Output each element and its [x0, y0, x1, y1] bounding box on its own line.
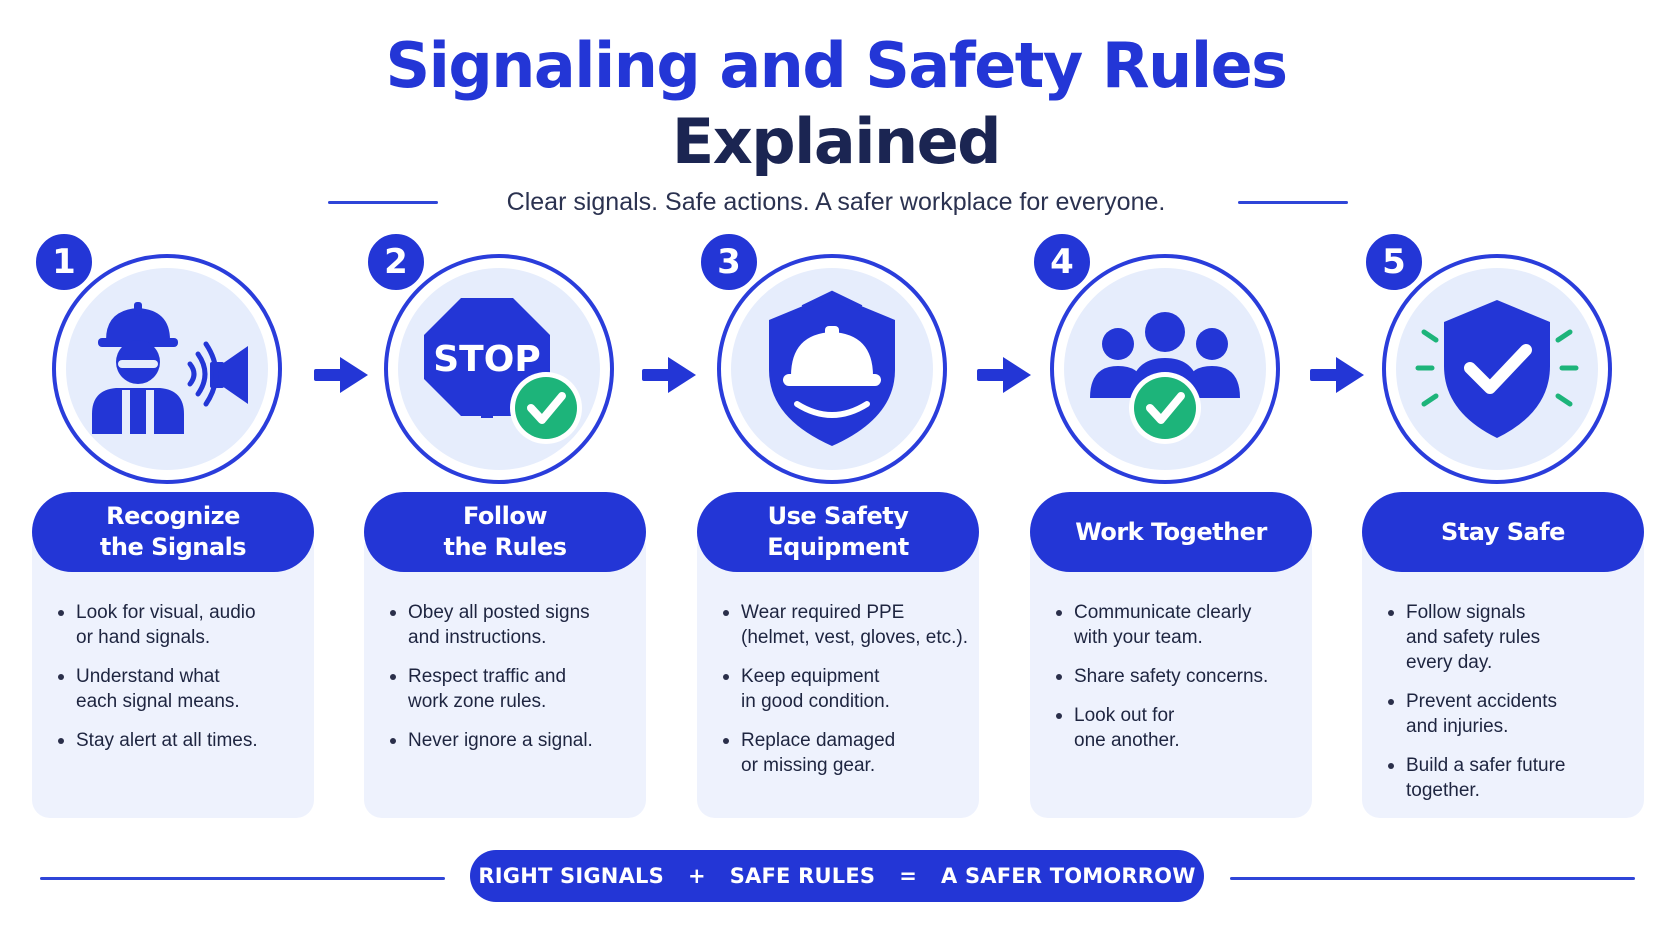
step-number-badge: 1: [32, 230, 96, 294]
step-icon-circle: [1382, 254, 1612, 484]
arrow-right-icon: [314, 357, 368, 393]
step-label: Work Together: [1030, 492, 1312, 572]
footer-equals: =: [899, 864, 917, 888]
step-number-badge: 2: [364, 230, 428, 294]
list-item: Look for visual, audio or hand signals.: [56, 600, 306, 650]
list-item: Look out for one another.: [1054, 703, 1304, 753]
stop-sign-check-icon: STOP: [424, 298, 582, 444]
step-bullets: Look for visual, audio or hand signals. …: [56, 600, 306, 767]
step-2: STOP 2 Follow the Rules Obey all posted …: [364, 230, 646, 818]
step-bullets: Follow signals and safety rules every da…: [1386, 600, 1636, 817]
arrow-right-icon: [977, 357, 1031, 393]
stop-sign-text: STOP: [433, 339, 540, 380]
step-icon-circle: [1050, 254, 1280, 484]
step-label: Use Safety Equipment: [697, 492, 979, 572]
step-icon-circle: [717, 254, 947, 484]
list-item: Understand what each signal means.: [56, 664, 306, 714]
step-bullets: Obey all posted signs and instructions. …: [388, 600, 638, 767]
list-item: Build a safer future together.: [1386, 753, 1636, 803]
step-label: Recognize the Signals: [32, 492, 314, 572]
footer-banner: RIGHT SIGNALS + SAFE RULES = A SAFER TOM…: [470, 850, 1204, 902]
list-item: Replace damaged or missing gear.: [721, 728, 971, 778]
arrow-right-icon: [642, 357, 696, 393]
shield-check-icon: [1415, 300, 1579, 438]
step-label: Stay Safe: [1362, 492, 1644, 572]
list-item: Never ignore a signal.: [388, 728, 638, 753]
footer-plus: +: [687, 864, 706, 888]
step-number-badge: 3: [697, 230, 761, 294]
step-card: [1362, 530, 1644, 818]
step-5: 5 Stay Safe Follow signals and safety ru…: [1362, 230, 1644, 818]
step-1: 1 Recognize the Signals Look for visual,…: [32, 230, 314, 818]
step-3: 3 Use Safety Equipment Wear required PPE…: [697, 230, 979, 818]
page-title-line-2: Explained: [671, 105, 1002, 178]
subtitle-rule-right: [1238, 201, 1348, 204]
list-item: Stay alert at all times.: [56, 728, 306, 753]
step-card: [364, 530, 646, 818]
team-check-icon: [1090, 312, 1240, 444]
footer-part-3: A SAFER TOMORROW: [940, 864, 1196, 888]
list-item: Share safety concerns.: [1054, 664, 1304, 689]
step-bullets: Wear required PPE (helmet, vest, gloves,…: [721, 600, 971, 792]
list-item: Follow signals and safety rules every da…: [1386, 600, 1636, 675]
signal-worker-icon: [92, 302, 248, 434]
footer-part-1: RIGHT SIGNALS: [478, 864, 664, 888]
footer-part-2: SAFE RULES: [729, 864, 876, 888]
step-number-badge: 4: [1030, 230, 1094, 294]
page-title: Signaling and Safety Rules: [385, 29, 1288, 102]
step-number-badge: 5: [1362, 230, 1426, 294]
list-item: Keep equipment in good condition.: [721, 664, 971, 714]
step-icon-circle: [52, 254, 282, 484]
arrow-right-icon: [1310, 357, 1364, 393]
list-item: Prevent accidents and injuries.: [1386, 689, 1636, 739]
step-4: 4 Work Together Communicate clearly with…: [1030, 230, 1312, 818]
step-card: [1030, 530, 1312, 818]
list-item: Communicate clearly with your team.: [1054, 600, 1304, 650]
footer-rule-right: [1230, 877, 1635, 880]
shield-helmet-icon: [769, 290, 895, 446]
step-icon-circle: STOP: [384, 254, 614, 484]
subtitle: Clear signals. Safe actions. A safer wor…: [506, 188, 1166, 216]
step-label: Follow the Rules: [364, 492, 646, 572]
subtitle-rule-left: [328, 201, 438, 204]
footer-rule-left: [40, 877, 445, 880]
step-bullets: Communicate clearly with your team. Shar…: [1054, 600, 1304, 767]
step-card: [697, 530, 979, 818]
list-item: Respect traffic and work zone rules.: [388, 664, 638, 714]
list-item: Wear required PPE (helmet, vest, gloves,…: [721, 600, 971, 650]
list-item: Obey all posted signs and instructions.: [388, 600, 638, 650]
step-card: [32, 530, 314, 818]
